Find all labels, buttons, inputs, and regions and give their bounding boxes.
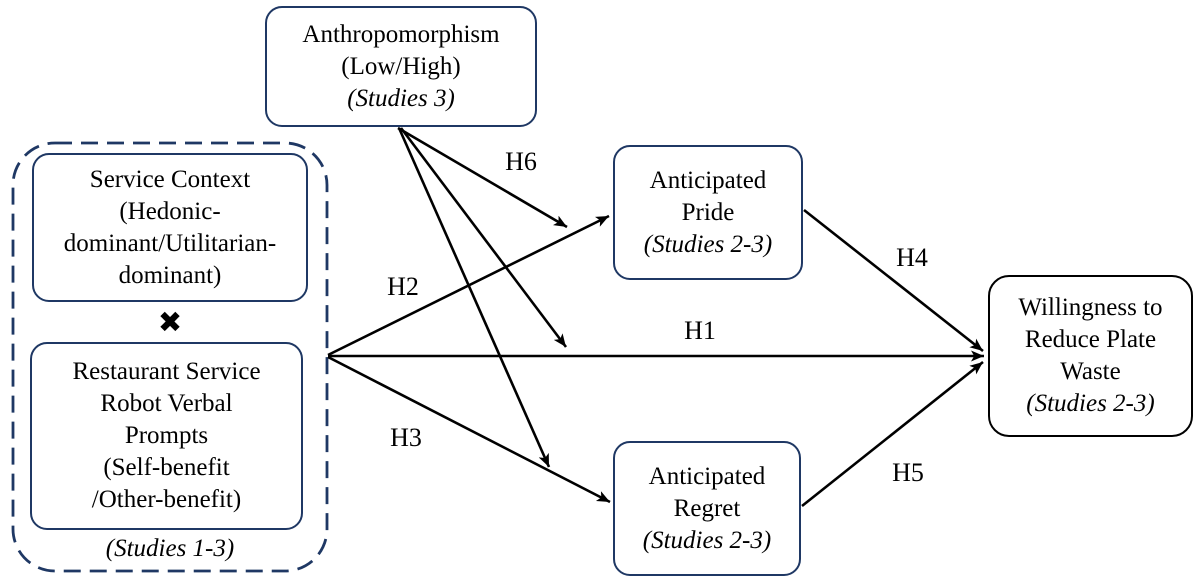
h5-label: H5	[892, 458, 924, 487]
willingness-studies: (Studies 2-3)	[1026, 390, 1155, 417]
arrow-h6-to-h1-path	[399, 127, 568, 348]
anthropomorphism-box: Anthropomorphism (Low/High) (Studies 3)	[265, 6, 537, 127]
anticipated-pride-box: Anticipated Pride (Studies 2-3)	[613, 145, 803, 280]
willingness-label: Willingness to Reduce Plate Waste	[1018, 294, 1163, 385]
service-context-box: Service Context (Hedonic- dominant/Utili…	[32, 153, 308, 302]
h1-label: H1	[684, 316, 716, 345]
anticipated-pride-label: Anticipated Pride	[649, 166, 767, 226]
arrow-h6-to-h2-path	[397, 126, 568, 229]
h4-label: H4	[896, 243, 928, 272]
interaction-x-icon: ✖	[157, 305, 183, 339]
h6-label: H6	[505, 147, 537, 176]
willingness-box: Willingness to Reduce Plate Waste (Studi…	[988, 275, 1193, 437]
arrow-h3	[327, 355, 611, 504]
h2-label: H2	[387, 272, 419, 301]
anticipated-regret-studies: (Studies 2-3)	[642, 526, 772, 554]
arrow-h5	[801, 360, 984, 508]
anticipated-pride-studies: (Studies 2-3)	[643, 230, 773, 258]
robot-prompts-label: Restaurant Service Robot Verbal Prompts …	[72, 358, 261, 513]
arrow-h4	[803, 208, 984, 353]
arrow-h6-to-h3-path	[397, 127, 551, 468]
anticipated-regret-box: Anticipated Regret (Studies 2-3)	[613, 441, 801, 576]
iv-group-dashed-border	[11, 141, 329, 573]
iv-group-studies-caption: (Studies 1-3)	[105, 535, 235, 562]
anthropomorphism-studies: (Studies 3)	[347, 84, 455, 112]
h3-label: H3	[390, 423, 422, 452]
service-context-label: Service Context (Hedonic- dominant/Utili…	[63, 165, 277, 289]
anthropomorphism-label: Anthropomorphism (Low/High)	[302, 20, 500, 80]
robot-prompts-box: Restaurant Service Robot Verbal Prompts …	[30, 342, 303, 530]
anticipated-regret-label: Anticipated Regret	[648, 462, 766, 522]
